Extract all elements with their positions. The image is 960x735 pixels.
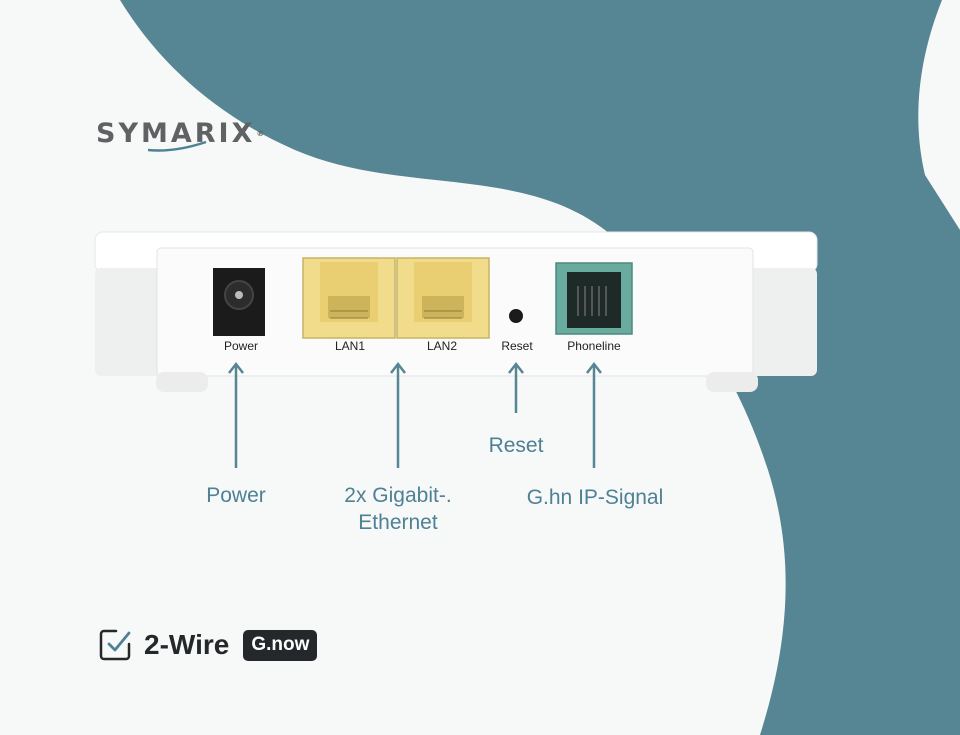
phoneline-port xyxy=(555,262,633,335)
logo-swoosh xyxy=(148,140,207,152)
logo-text: SYMARIX xyxy=(96,118,256,149)
power-port xyxy=(213,268,265,336)
port-label-phoneline: Phoneline xyxy=(567,339,621,353)
callout-power: Power xyxy=(206,484,266,507)
callout-signal: G.hn IP-Signal xyxy=(526,486,664,509)
reset-hole xyxy=(509,309,523,323)
gnow-badge: G.now xyxy=(243,629,318,661)
wire-label: 2-Wire xyxy=(144,629,230,660)
port-label-lan1: LAN1 xyxy=(334,339,366,353)
callout-ethernet: 2x Gigabit-. Ethernet xyxy=(318,482,478,536)
lan2-port xyxy=(396,257,490,339)
callout-reset: Reset xyxy=(488,434,544,457)
callout-ethernet-line2: Ethernet xyxy=(358,511,438,534)
feature-row: 2-Wire G.now xyxy=(98,625,318,665)
port-label-power: Power xyxy=(223,339,258,353)
logo-registered-mark: ® xyxy=(256,129,265,138)
brand-logo: SYMARIX® xyxy=(96,118,264,150)
lan1-port xyxy=(302,257,396,339)
port-label-reset: Reset xyxy=(501,339,533,353)
port-label-lan2: LAN2 xyxy=(426,339,458,353)
checkbox-icon xyxy=(99,629,131,661)
callout-ethernet-line1: 2x Gigabit-. xyxy=(344,484,452,507)
